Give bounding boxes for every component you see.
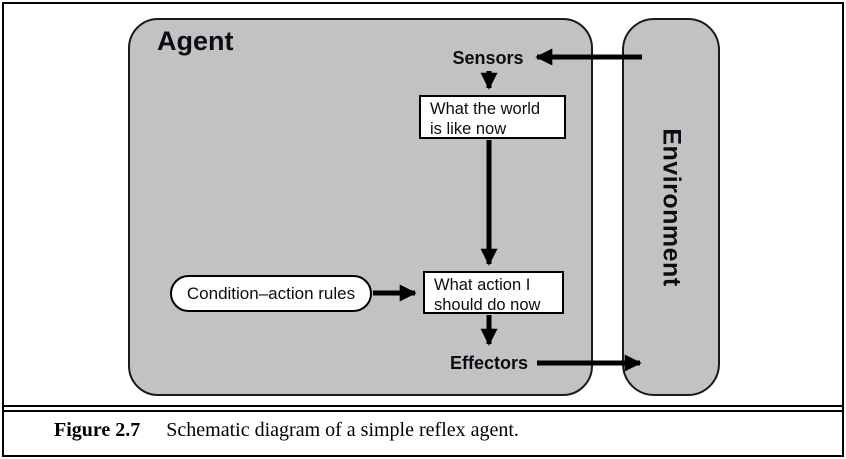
sensors-label: Sensors (452, 48, 524, 68)
condition-action-rules-oval: Condition–action rules (170, 275, 372, 312)
environment-panel: Environment (622, 18, 720, 396)
figure-caption: Figure 2.7 Schematic diagram of a simple … (54, 419, 519, 442)
agent-panel (128, 18, 593, 396)
action-selection-box: What action I should do now (423, 271, 564, 314)
figure-caption-label: Figure 2.7 (54, 419, 141, 441)
environment-label: Environment (657, 127, 686, 287)
caption-divider-rule (4, 405, 842, 412)
perception-state-box: What the world is like now (419, 95, 566, 139)
agent-label: Agent (157, 26, 234, 56)
effectors-label: Effectors (449, 353, 529, 373)
figure-caption-text: Schematic diagram of a simple reflex age… (166, 419, 519, 441)
